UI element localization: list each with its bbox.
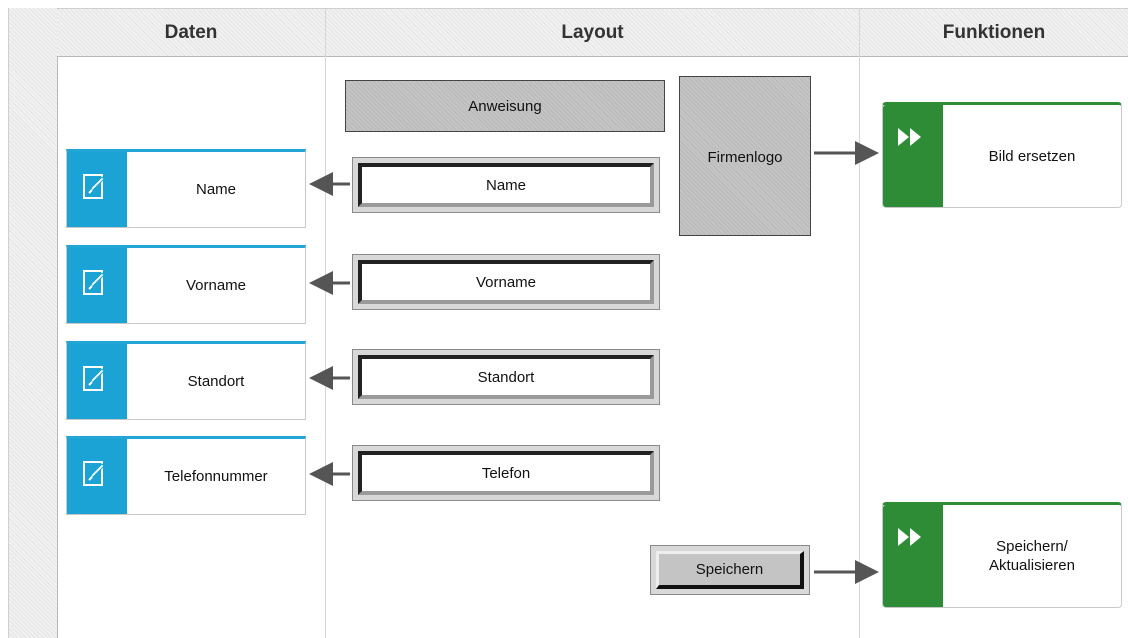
- data-item-stripe: [67, 344, 127, 419]
- save-button-label: Speichern: [656, 551, 804, 589]
- data-item-stripe: [67, 439, 127, 514]
- data-item-stripe: [67, 152, 127, 227]
- function-stripe: [883, 505, 943, 607]
- data-item-telefonnummer[interactable]: Telefonnummer: [66, 436, 306, 515]
- column-header-layout: Layout: [326, 9, 859, 57]
- edit-icon: [83, 461, 105, 486]
- function-stripe: [883, 105, 943, 207]
- column-divider-daten: [325, 9, 326, 638]
- function-save-update[interactable]: Speichern/ Aktualisieren: [882, 502, 1122, 608]
- edit-icon: [83, 366, 105, 391]
- layout-field-name[interactable]: Name: [352, 157, 660, 213]
- field-label: Name: [358, 163, 654, 207]
- top-rule: [8, 8, 1128, 9]
- function-label: Bild ersetzen: [988, 147, 1076, 165]
- layout-field-telefon[interactable]: Telefon: [352, 445, 660, 501]
- function-replace-image[interactable]: Bild ersetzen: [882, 102, 1122, 208]
- layout-field-standort[interactable]: Standort: [352, 349, 660, 405]
- data-item-standort[interactable]: Standort: [66, 341, 306, 420]
- function-label: Speichern/ Aktualisieren: [989, 538, 1075, 574]
- field-label: Standort: [358, 355, 654, 399]
- data-item-label: Vorname: [185, 277, 247, 294]
- layout-field-vorname[interactable]: Vorname: [352, 254, 660, 310]
- column-header-daten: Daten: [57, 9, 325, 57]
- company-logo-box[interactable]: Firmenlogo: [679, 76, 811, 236]
- data-item-name[interactable]: Name: [66, 149, 306, 228]
- fast-forward-icon: [898, 528, 921, 546]
- data-item-label: Standort: [187, 373, 245, 390]
- instruction-box[interactable]: Anweisung: [345, 80, 665, 132]
- save-button[interactable]: Speichern: [650, 545, 810, 595]
- field-label: Telefon: [358, 451, 654, 495]
- column-divider-layout: [859, 9, 860, 638]
- field-label: Vorname: [358, 260, 654, 304]
- edit-icon: [83, 174, 105, 199]
- data-item-label: Name: [195, 181, 236, 198]
- data-item-stripe: [67, 248, 127, 323]
- data-item-vorname[interactable]: Vorname: [66, 245, 306, 324]
- column-header-funktionen: Funktionen: [860, 9, 1128, 57]
- row-header-strip: [8, 8, 58, 638]
- fast-forward-icon: [898, 128, 921, 146]
- data-item-label: Telefonnummer: [164, 468, 268, 485]
- edit-icon: [83, 270, 105, 295]
